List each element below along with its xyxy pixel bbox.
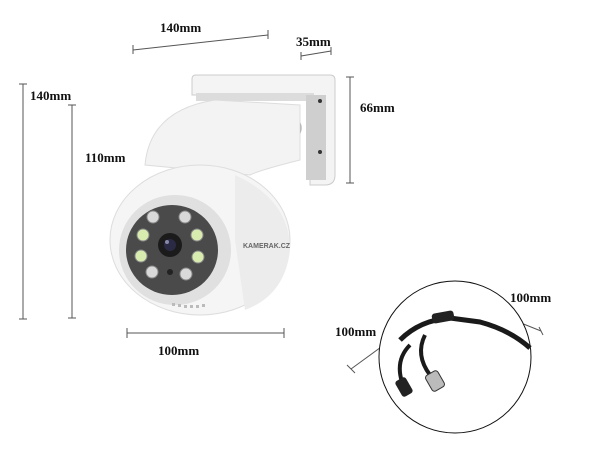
camera-dome	[109, 99, 301, 316]
brand-label: KAMERAK.CZ	[243, 243, 291, 250]
bracket-height-label: 66mm	[360, 100, 395, 115]
dome-width-label: 100mm	[158, 343, 200, 358]
total-height-label: 140mm	[30, 88, 72, 103]
bracket-width-label: 140mm	[160, 20, 202, 35]
dome-height-label: 110mm	[85, 150, 126, 165]
cable-length-a-label: 100mm	[335, 324, 377, 339]
cable-length-b-label: 100mm	[510, 290, 552, 305]
cable-detail	[378, 280, 532, 434]
bracket-depth-label: 35mm	[296, 34, 331, 49]
